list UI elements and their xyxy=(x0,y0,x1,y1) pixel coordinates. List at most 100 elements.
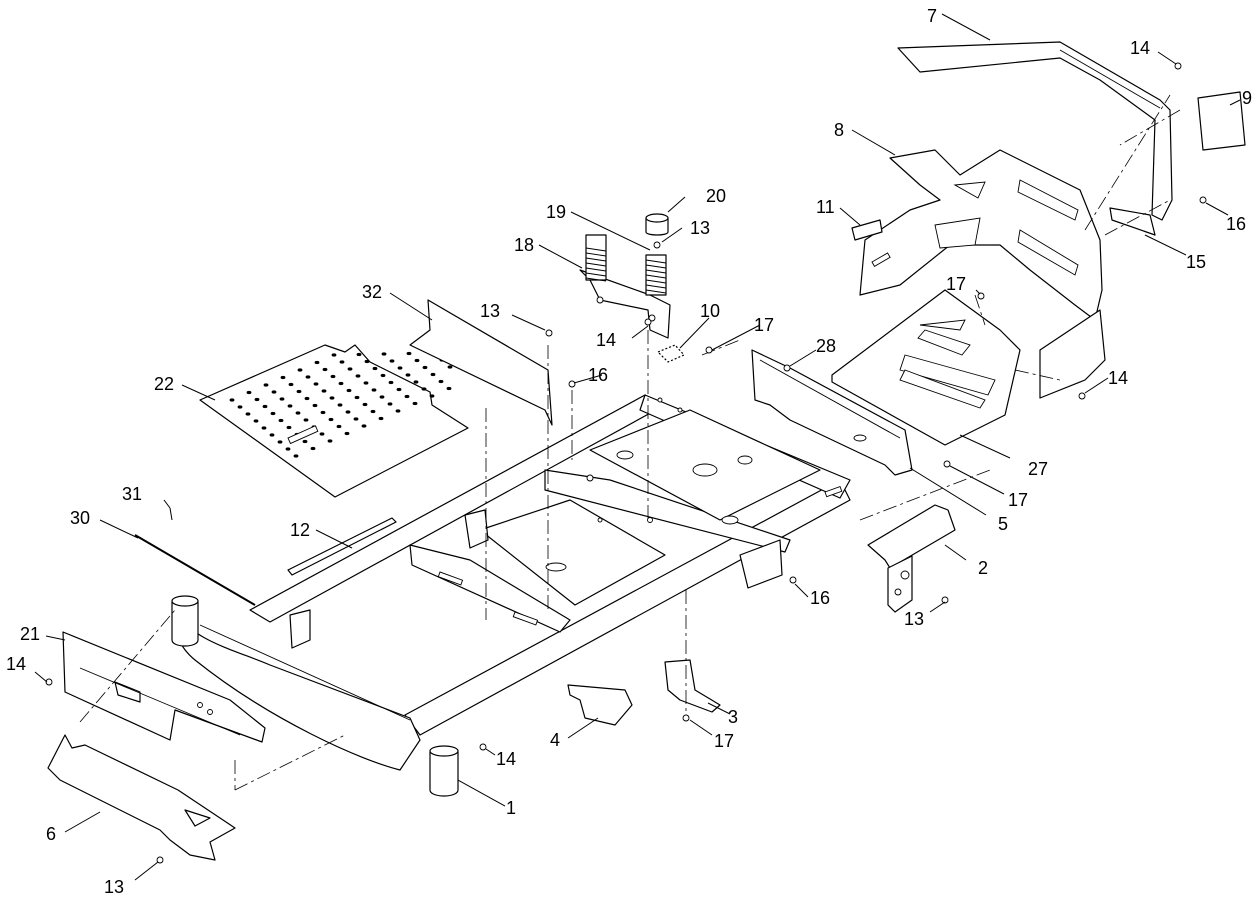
callout-16: 16 xyxy=(1226,214,1246,234)
callout-13: 13 xyxy=(904,609,924,629)
callout-28: 28 xyxy=(816,336,836,356)
side-panel-5 xyxy=(751,349,913,476)
spring-coil xyxy=(645,264,667,269)
perforation-hole xyxy=(319,432,325,436)
perforation-hole xyxy=(363,381,369,385)
rod-31 xyxy=(169,507,173,521)
perforation-hole xyxy=(387,402,393,406)
decal-11 xyxy=(851,219,883,241)
perforation-hole xyxy=(322,367,328,372)
perforation-hole xyxy=(330,374,336,379)
callout-18: 18 xyxy=(514,235,534,255)
perforation-hole xyxy=(237,405,243,409)
perforation-hole xyxy=(328,417,334,422)
perforation-hole xyxy=(304,396,310,401)
perforation-hole xyxy=(303,418,309,422)
perforation-hole xyxy=(278,418,284,423)
callout-leaders xyxy=(34,13,1241,881)
callout-14: 14 xyxy=(496,749,516,769)
perforation-hole xyxy=(280,375,286,380)
perforation-hole xyxy=(355,374,361,378)
perforation-hole xyxy=(412,401,418,406)
callout-1: 1 xyxy=(506,798,516,818)
callout-14: 14 xyxy=(596,330,616,350)
perforation-hole xyxy=(430,372,436,377)
perforation-hole xyxy=(389,359,395,363)
fasteners xyxy=(45,62,1207,864)
perforation-hole xyxy=(429,394,435,398)
perforation-hole xyxy=(302,439,308,444)
callout-17: 17 xyxy=(946,274,966,294)
spring-coil xyxy=(645,279,667,284)
bracket-3 xyxy=(664,659,721,713)
callout-15: 15 xyxy=(1186,252,1206,272)
callout-17: 17 xyxy=(754,315,774,335)
callout-22: 22 xyxy=(154,374,174,394)
callout-32: 32 xyxy=(362,282,382,302)
bumper-20 xyxy=(645,213,669,236)
callout-5: 5 xyxy=(998,514,1008,534)
rollover-bar-7 xyxy=(897,41,1173,221)
seat-spring-bracket-18 xyxy=(579,234,671,339)
perforation-hole xyxy=(277,440,283,444)
spring-coil xyxy=(645,274,667,279)
bracket-15 xyxy=(1109,207,1156,236)
callout-16: 16 xyxy=(588,365,608,385)
perforation-hole xyxy=(321,389,327,393)
perforation-hole xyxy=(404,394,410,399)
fender-8 xyxy=(859,149,1103,321)
bracket-4 xyxy=(567,684,633,726)
callout-14: 14 xyxy=(6,654,26,674)
perforation-hole xyxy=(405,373,411,377)
perforation-hole xyxy=(396,387,402,392)
spring-coil xyxy=(585,272,607,277)
perforation-hole xyxy=(246,390,252,395)
decal-9 xyxy=(1197,91,1246,151)
callout-14: 14 xyxy=(1108,368,1128,388)
spring-coil xyxy=(645,259,667,264)
perforation-hole xyxy=(254,397,260,402)
perforation-hole xyxy=(261,426,267,430)
perforation-hole xyxy=(361,424,367,428)
perforation-hole xyxy=(354,395,360,400)
callout-6: 6 xyxy=(46,824,56,844)
perforation-hole xyxy=(297,368,303,372)
perforation-hole xyxy=(371,388,377,392)
perforation-hole xyxy=(446,386,452,391)
callout-9: 9 xyxy=(1242,88,1252,108)
spring-coil xyxy=(585,257,607,262)
spring-coil xyxy=(645,269,667,274)
perforation-hole xyxy=(381,352,387,356)
callout-2: 2 xyxy=(978,558,988,578)
callout-14: 14 xyxy=(1130,38,1150,58)
callout-3: 3 xyxy=(728,707,738,727)
perforation-hole xyxy=(438,379,444,384)
spring-coil xyxy=(585,262,607,267)
perforation-hole xyxy=(370,409,376,414)
perforation-hole xyxy=(353,417,359,421)
perforation-hole xyxy=(397,366,403,370)
perforation-hole xyxy=(262,404,268,409)
spring-coil xyxy=(585,252,607,257)
perforation-hole xyxy=(263,383,269,387)
perforation-hole xyxy=(447,365,453,369)
assembly-lines xyxy=(79,94,1181,791)
perforation-hole xyxy=(285,447,291,451)
perforation-hole xyxy=(288,382,294,387)
perforation-hole xyxy=(345,410,351,414)
callout-20: 20 xyxy=(706,186,726,206)
perforation-hole xyxy=(270,411,276,416)
perforation-hole xyxy=(245,412,251,416)
perforation-hole xyxy=(413,380,419,384)
bracket-2 xyxy=(867,504,956,613)
callout-13: 13 xyxy=(104,877,124,897)
spring-coil xyxy=(645,289,667,294)
perforation-hole xyxy=(421,387,427,391)
perforation-hole xyxy=(337,403,343,407)
callout-7: 7 xyxy=(927,6,937,26)
callout-16: 16 xyxy=(810,588,830,608)
perforation-hole xyxy=(372,366,378,371)
front-plate-6 xyxy=(47,734,236,861)
